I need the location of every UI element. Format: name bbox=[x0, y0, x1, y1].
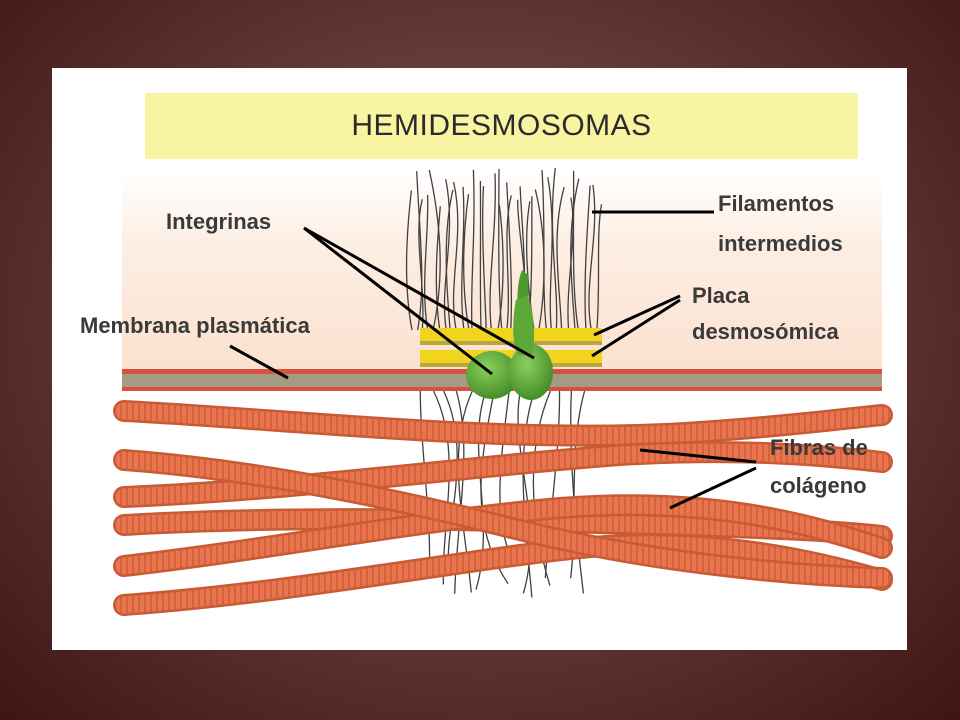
intermediate-filament bbox=[470, 169, 475, 331]
intermediate-filament bbox=[405, 190, 413, 331]
anchoring-filament bbox=[419, 390, 431, 579]
leader-lines bbox=[229, 210, 757, 510]
intermediate-filament bbox=[416, 171, 423, 331]
intermediate-filament bbox=[596, 204, 603, 331]
intermediate-filament bbox=[445, 189, 454, 331]
anchoring-filament bbox=[570, 390, 585, 594]
intermediate-filament bbox=[570, 178, 580, 331]
intermediate-filament bbox=[506, 182, 513, 331]
label-intermedios: intermedios bbox=[718, 231, 843, 256]
title-bar: HEMIDESMOSOMAS bbox=[145, 93, 858, 159]
intermediate-filament bbox=[541, 170, 548, 331]
collagen-fibers bbox=[113, 400, 893, 616]
label-colageno: colágeno bbox=[770, 473, 867, 498]
label-fibras-de: Fibras de bbox=[770, 435, 868, 460]
label-filamentos: Filamentos bbox=[718, 191, 835, 216]
intermediate-filament bbox=[506, 195, 512, 331]
intermediate-filament bbox=[498, 168, 503, 331]
intermediate-filament bbox=[482, 185, 487, 331]
anchoring-filament bbox=[522, 390, 536, 598]
intermediate-filament bbox=[489, 173, 496, 331]
intermediate-filament bbox=[588, 184, 596, 331]
intermediate-filament bbox=[461, 186, 465, 331]
anchoring-filament bbox=[443, 390, 458, 564]
intermediate-filament bbox=[435, 206, 441, 331]
label-placa: Placa bbox=[692, 283, 750, 308]
intermediate-filament bbox=[428, 169, 441, 331]
intermediate-filament bbox=[479, 180, 482, 331]
intermediate-filaments bbox=[405, 167, 603, 331]
label-membrana-plasmatica: Membrana plasmática bbox=[80, 313, 310, 338]
label-integrinas: Integrinas bbox=[166, 209, 272, 234]
intermediate-filament bbox=[418, 199, 424, 331]
intermediate-filament bbox=[551, 167, 558, 331]
intermediate-filament bbox=[556, 186, 565, 331]
integrin-molecule bbox=[466, 270, 553, 400]
diagram-title: HEMIDESMOSOMAS bbox=[351, 109, 652, 142]
intermediate-filament bbox=[424, 194, 429, 331]
anchoring-filament bbox=[499, 390, 515, 562]
intermediate-filament bbox=[463, 194, 470, 331]
intermediate-filament bbox=[584, 185, 591, 331]
intermediate-filament bbox=[547, 177, 553, 331]
label-desmosomica: desmosómica bbox=[692, 319, 839, 344]
intermediate-filament bbox=[572, 170, 579, 331]
intermediate-filament bbox=[443, 179, 451, 331]
